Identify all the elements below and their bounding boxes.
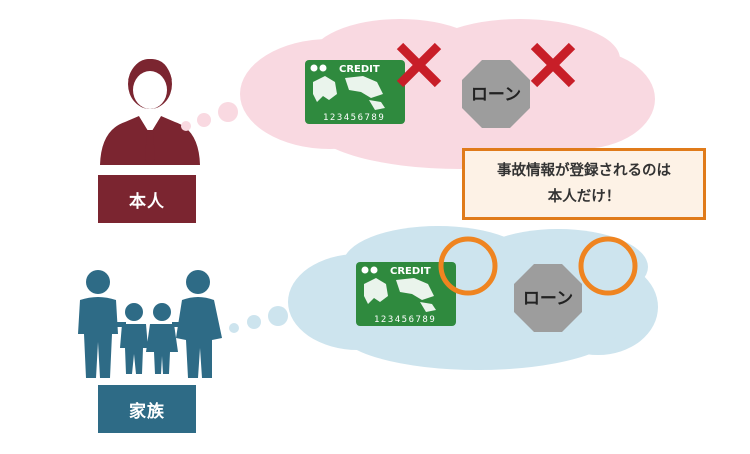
- thought-dots-bottom: [229, 306, 288, 333]
- callout-line1: 事故情報が登録されるのは: [497, 163, 671, 179]
- callout-line2: 本人だけ！: [547, 189, 621, 205]
- loan-label-top: ローン: [471, 85, 521, 105]
- cross-icon: [396, 42, 442, 88]
- card-title-bottom: CREDIT: [390, 266, 431, 277]
- family-icon: [78, 270, 222, 378]
- credit-card-bottom: CREDIT 123456789: [356, 262, 456, 326]
- circle-ok-icon: [578, 236, 638, 296]
- credit-card-top: CREDIT 123456789: [305, 60, 405, 124]
- cross-icon: [530, 42, 576, 88]
- loan-octagon-top: ローン: [462, 60, 530, 128]
- card-number-top: 123456789: [323, 113, 385, 123]
- person-icon: [100, 58, 200, 165]
- callout-box: 事故情報が登録されるのは 本人だけ！: [462, 148, 706, 220]
- loan-label-bottom: ローン: [523, 289, 573, 309]
- loan-octagon-bottom: ローン: [514, 264, 582, 332]
- thought-dots-top: [181, 102, 238, 131]
- card-title-top: CREDIT: [339, 64, 380, 75]
- family-label: 家族: [98, 385, 196, 433]
- family-label-text: 家族: [129, 401, 165, 422]
- person-label-text: 本人: [129, 191, 165, 212]
- circle-ok-icon: [438, 236, 498, 296]
- person-label: 本人: [98, 175, 196, 223]
- card-number-bottom: 123456789: [374, 315, 436, 325]
